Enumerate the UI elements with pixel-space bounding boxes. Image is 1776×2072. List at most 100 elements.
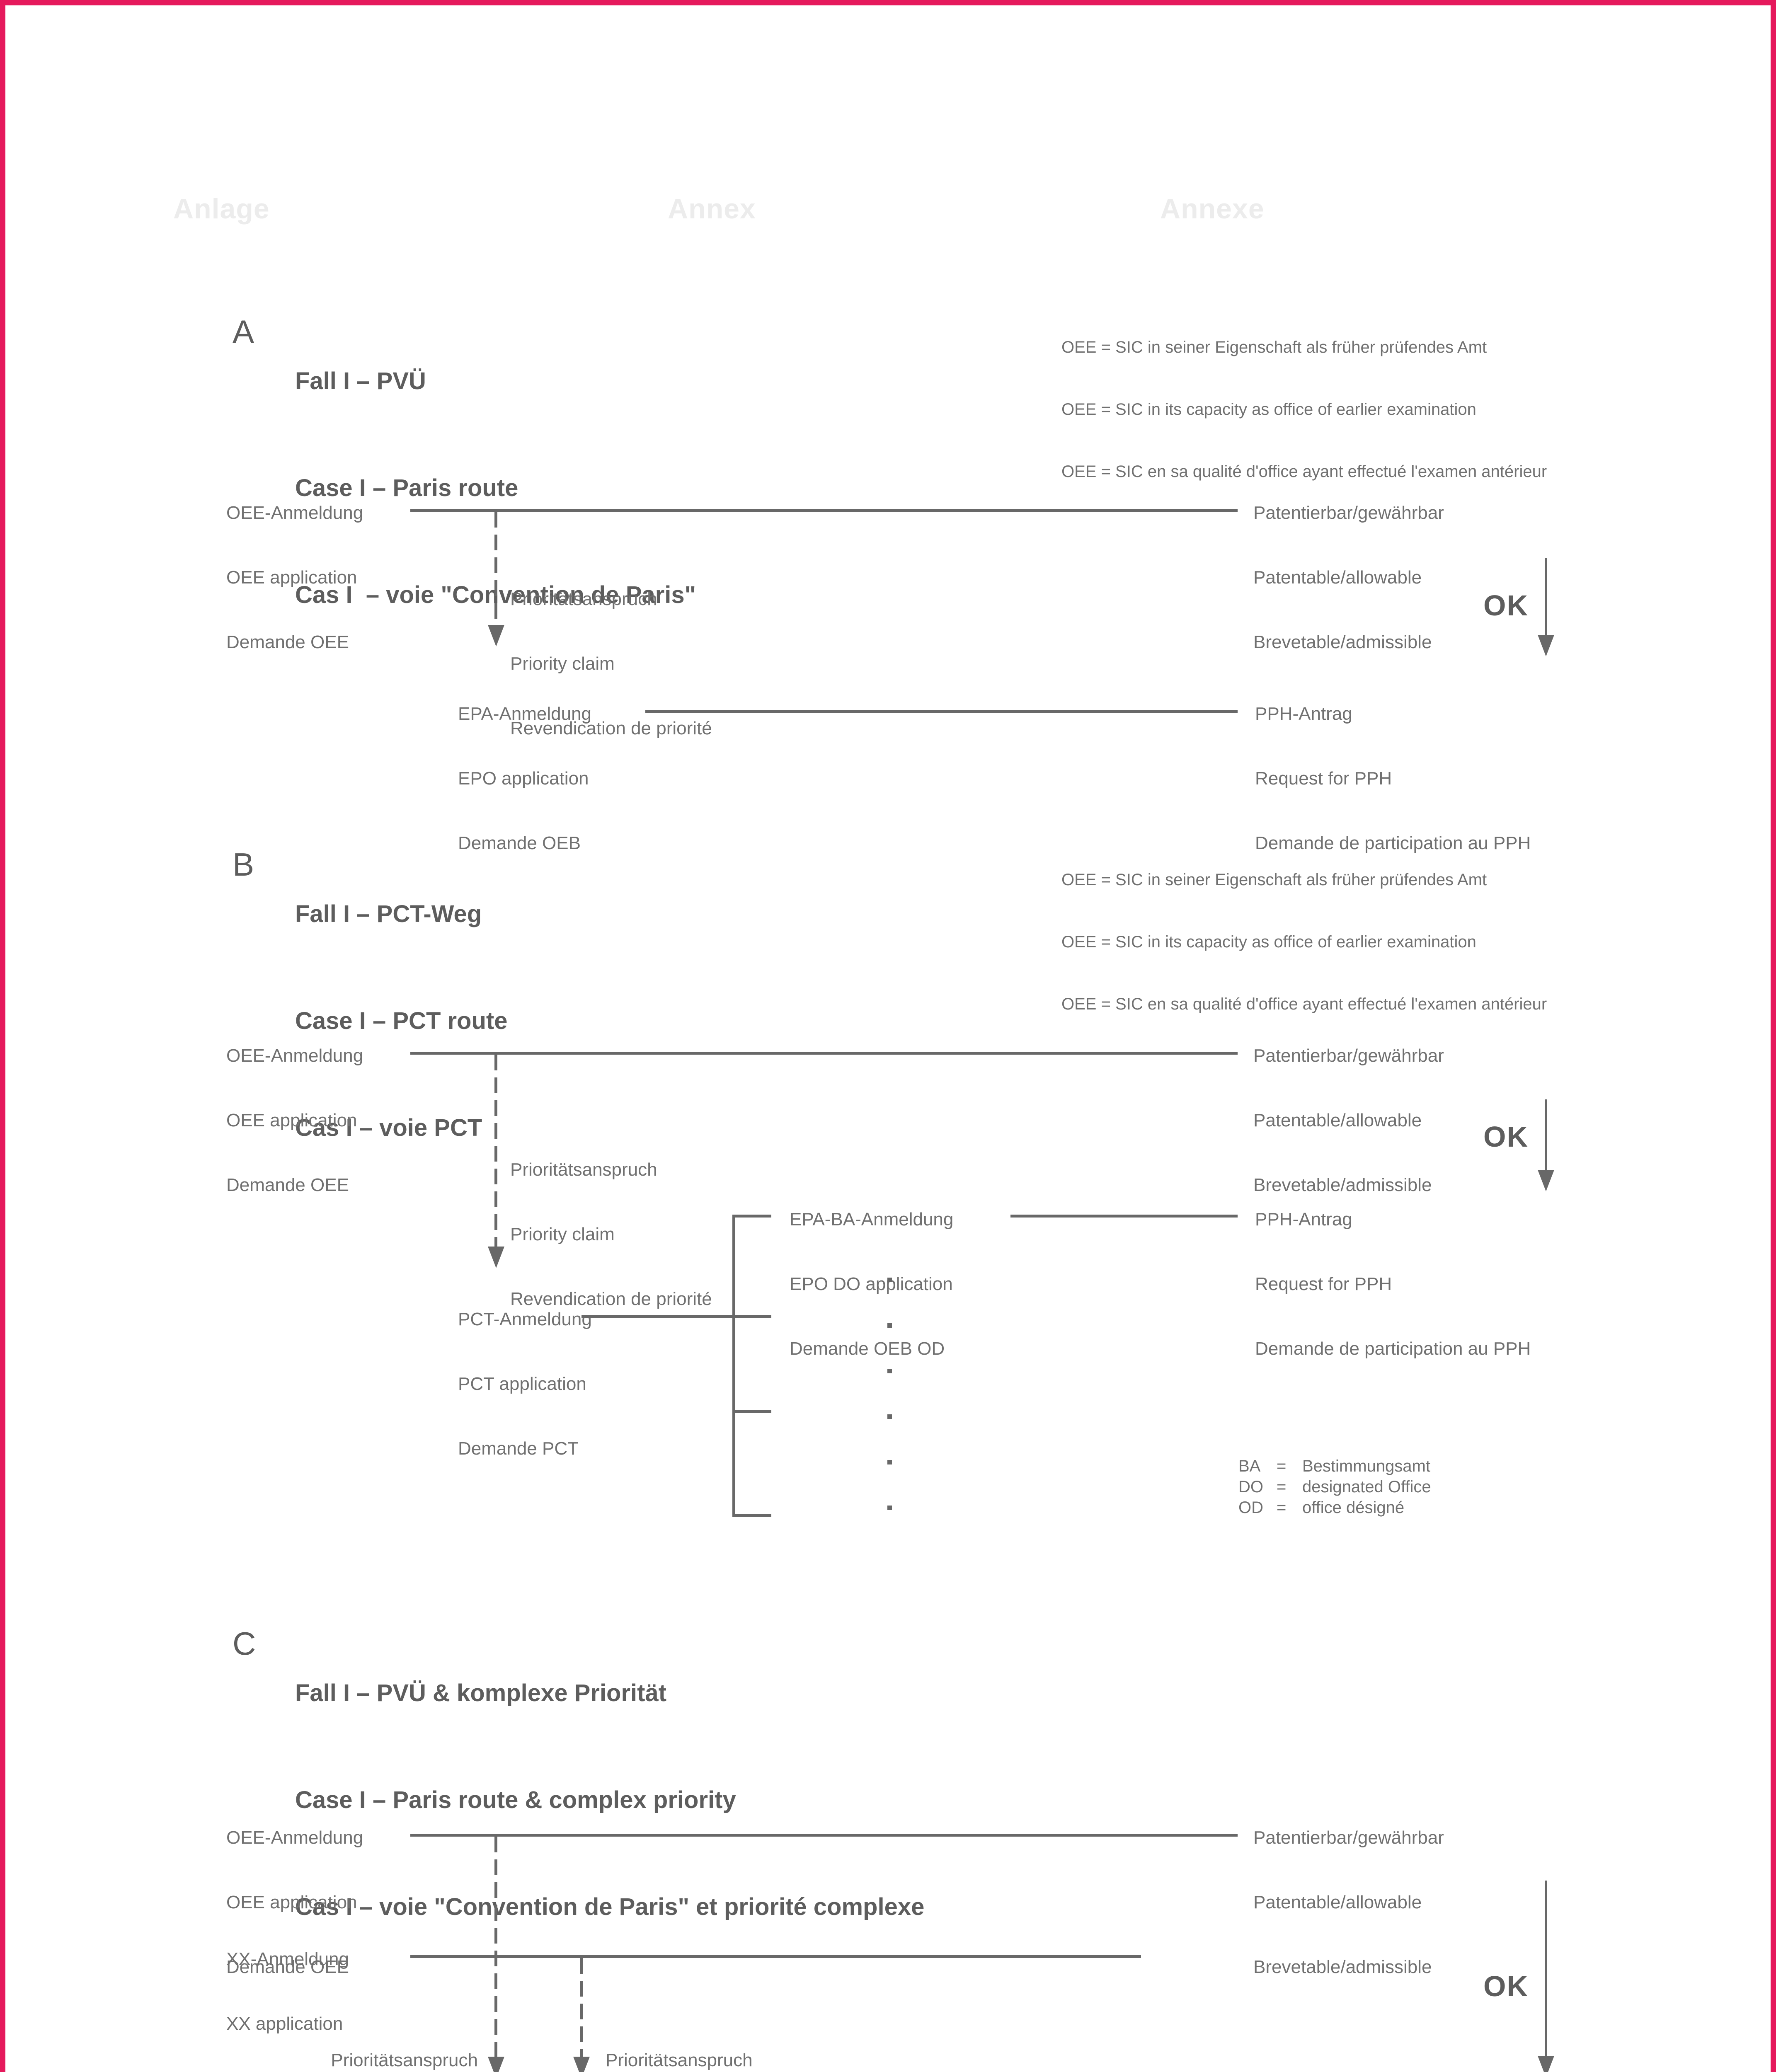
section-b-title: Fall I – PCT-Weg Case I – PCT route Cas … [295, 825, 507, 1217]
b-ellipsis-dot [887, 1278, 892, 1282]
b-bracket-stub-middle [732, 1410, 771, 1413]
label-line: XX-Anmeldung [226, 1949, 349, 1969]
a-oee-application-label: OEE-Anmeldung OEE application Demande OE… [226, 459, 363, 696]
label-line: EPO application [458, 768, 589, 789]
b-epo-do-application-label: EPA-BA-Anmeldung EPO DO application Dema… [790, 1166, 953, 1403]
b-legend: BA = Bestimmungsamt DO = designated Offi… [1238, 1456, 1431, 1518]
legend-row: BA = Bestimmungsamt [1238, 1456, 1431, 1477]
a-priority-connector [494, 512, 497, 625]
c-xx-application-label: XX-Anmeldung XX application Demande XX [226, 1905, 349, 2072]
section-c-title-fr: Cas I – voie "Convention de Paris" et pr… [295, 1893, 925, 1920]
legend-text: designated Office [1302, 1478, 1431, 1496]
note-line: OEE = SIC in its capacity as office of e… [1061, 933, 1476, 951]
label-line: Prioritätsanspruch [510, 1159, 657, 1180]
c-oee-application-label: OEE-Anmeldung OEE application Demande OE… [226, 1784, 363, 2021]
section-a-letter: A [233, 313, 254, 350]
label-line: Brevetable/admissible [1253, 1175, 1432, 1195]
label-line: PCT application [458, 1374, 586, 1394]
a-epo-application-label: EPA-Anmeldung EPO application Demande OE… [458, 660, 591, 897]
label-line: Revendication de priorité [510, 1289, 712, 1309]
section-a-title-en: Case I – Paris route [295, 474, 519, 501]
legend-abbr: DO [1238, 1478, 1263, 1496]
b-patentable-label: Patentierbar/gewährbar Patentable/allowa… [1253, 1002, 1444, 1239]
running-header-fr: Annexe [1160, 193, 1265, 225]
label-line: Brevetable/admissible [1253, 1957, 1432, 1977]
b-ok-label: OK [1483, 1121, 1529, 1153]
c-priority-claim-right-label: Prioritätsanspruch Priority claim Revend… [606, 2007, 807, 2072]
b-priority-connector [494, 1055, 497, 1247]
section-c-title: Fall I – PVÜ & komplexe Priorität Case I… [295, 1604, 924, 1996]
section-b-title-en: Case I – PCT route [295, 1007, 508, 1034]
note-line: OEE = SIC en sa qualité d'office ayant e… [1061, 995, 1547, 1013]
note-line: OEE = SIC in seiner Eigenschaft als früh… [1061, 338, 1487, 356]
label-line: Priority claim [510, 1224, 615, 1244]
label-line: Patentierbar/gewährbar [1253, 503, 1444, 523]
b-oee-timeline [410, 1052, 1238, 1055]
section-a-title-fr: Cas I – voie "Convention de Paris" [295, 581, 696, 608]
label-line: EPA-BA-Anmeldung [790, 1209, 954, 1230]
label-line: Patentierbar/gewährbar [1253, 1046, 1444, 1066]
label-line: Demande OEB [458, 833, 581, 853]
b-ok-arrowhead-icon [1538, 1170, 1554, 1191]
legend-abbr: BA [1238, 1457, 1261, 1475]
a-ok-arrow-shaft [1545, 558, 1547, 636]
legend-row: DO = designated Office [1238, 1477, 1431, 1497]
a-epo-timeline [645, 710, 1238, 713]
b-ellipsis-dot [887, 1323, 892, 1328]
section-a-title-de: Fall I – PVÜ [295, 368, 426, 395]
label-line: Patentable/allowable [1253, 567, 1422, 588]
b-pct-timeline [582, 1315, 771, 1318]
b-ellipsis-dot [887, 1414, 892, 1419]
label-line: OEE-Anmeldung [226, 503, 363, 523]
b-pph-request-label: PPH-Antrag Request for PPH Demande de pa… [1255, 1166, 1531, 1403]
label-line: Patentable/allowable [1253, 1110, 1422, 1130]
label-line: Patentierbar/gewährbar [1253, 1828, 1444, 1848]
label-line: PPH-Antrag [1255, 704, 1352, 724]
label-line: OEE application [226, 1110, 357, 1130]
label-line: Demande PCT [458, 1438, 579, 1459]
c-ok-arrow-shaft [1545, 1881, 1547, 2057]
running-header-en: Annex [668, 193, 756, 225]
section-a-note: OEE = SIC in seiner Eigenschaft als früh… [1061, 295, 1547, 523]
legend-equals: = [1277, 1498, 1287, 1517]
c-ok-label: OK [1483, 1970, 1529, 2002]
label-line: OEE application [226, 567, 357, 588]
c-xx-timeline [410, 1955, 1141, 1958]
label-line: EPA-Anmeldung [458, 704, 592, 724]
a-priority-arrowhead-icon [488, 625, 504, 646]
label-line: Demande OEB OD [790, 1339, 945, 1359]
section-c-title-de: Fall I – PVÜ & komplexe Priorität [295, 1680, 667, 1706]
a-ok-label: OK [1483, 589, 1529, 622]
legend-text: office désigné [1302, 1498, 1405, 1517]
c-priority-arrowhead-icon [488, 2057, 504, 2072]
section-c-letter: C [233, 1625, 256, 1662]
b-ellipsis-dot [887, 1369, 892, 1373]
label-line: Demande OEE [226, 632, 349, 652]
c-ok-arrowhead-icon [1538, 2056, 1554, 2072]
b-oee-application-label: OEE-Anmeldung OEE application Demande OE… [226, 1002, 363, 1239]
c-priority-arrowhead-icon [573, 2057, 590, 2072]
legend-abbr: OD [1238, 1498, 1263, 1517]
section-b-title-fr: Cas I – voie PCT [295, 1114, 482, 1141]
section-a-title: Fall I – PVÜ Case I – Paris route Cas I … [295, 292, 696, 684]
label-line: Demande de participation au PPH [1255, 1339, 1531, 1359]
label-line: OEE application [226, 1892, 357, 1912]
note-line: OEE = SIC en sa qualité d'office ayant e… [1061, 462, 1547, 481]
section-c-title-en: Case I – Paris route & complex priority [295, 1786, 736, 1813]
label-line: OEE-Anmeldung [226, 1828, 363, 1848]
a-oee-timeline [410, 509, 1238, 512]
b-bracket-stub-top [732, 1215, 771, 1218]
label-line: PPH-Antrag [1255, 1209, 1352, 1230]
b-epo-do-timeline [1010, 1215, 1238, 1218]
label-line: Prioritätsanspruch [331, 2050, 478, 2070]
label-line: OEE-Anmeldung [226, 1046, 363, 1066]
legend-text: Bestimmungsamt [1302, 1457, 1430, 1475]
legend-equals: = [1277, 1478, 1287, 1496]
a-pph-request-label: PPH-Antrag Request for PPH Demande de pa… [1255, 660, 1531, 897]
c-priority-connector-xx [580, 1958, 583, 2057]
label-line: Request for PPH [1255, 1274, 1392, 1294]
b-pct-application-label: PCT-Anmeldung PCT application Demande PC… [458, 1266, 592, 1503]
b-ellipsis-dot [887, 1506, 892, 1510]
label-line: EPO DO application [790, 1274, 953, 1294]
b-priority-arrowhead-icon [488, 1247, 504, 1268]
